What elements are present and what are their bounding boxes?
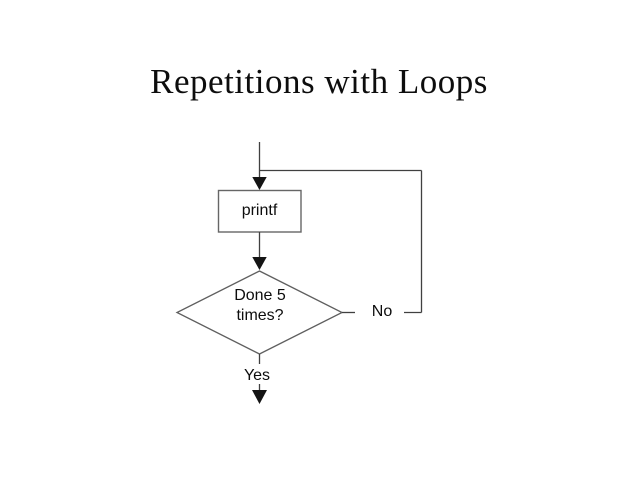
branch-no-label: No — [371, 303, 393, 320]
slide-title: Repetitions with Loops — [150, 62, 488, 101]
arrow-down-icon — [252, 257, 267, 270]
branch-yes-label: Yes — [243, 367, 271, 384]
process-box-label: printf — [241, 202, 278, 219]
arrow-down-icon — [252, 390, 267, 404]
arrow-down-icon — [252, 177, 267, 190]
decision-diamond-label: Done 5 times? — [234, 287, 286, 324]
